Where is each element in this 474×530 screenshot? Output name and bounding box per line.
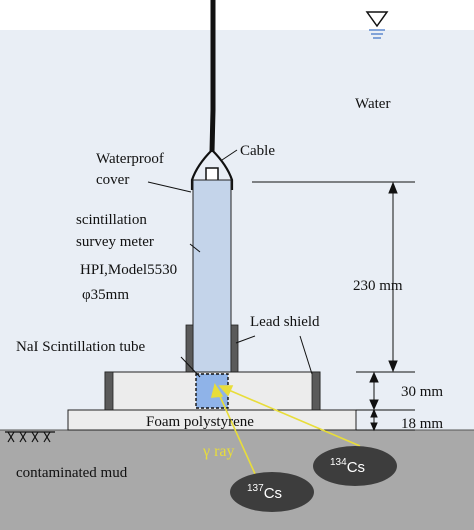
lead-shield-outer-right — [311, 371, 321, 411]
label-cover-line1: Waterproof — [96, 151, 164, 167]
dimension-230: 230 mm — [353, 278, 403, 294]
label-meter-line1: scintillation — [76, 212, 147, 228]
gamma-rays — [210, 382, 361, 477]
foam-block-lower — [67, 409, 357, 431]
survey-meter-body — [192, 179, 232, 403]
mud-region — [0, 430, 474, 530]
leader-lines — [147, 149, 313, 378]
cs137-symbol: Cs — [264, 485, 282, 502]
water-level-icon — [365, 11, 389, 39]
label-gamma-ray: γ ray — [202, 443, 235, 460]
cs137-label: 137Cs — [247, 483, 282, 502]
lead-shield-outer-left — [104, 371, 114, 411]
dimension-18: 18 mm — [401, 416, 443, 432]
label-cable: Cable — [240, 143, 275, 159]
label-nai-tube: NaI Scintillation tube — [16, 339, 145, 355]
label-foam: Foam polystyrene — [146, 414, 254, 430]
cs137-mass: 137 — [247, 483, 264, 494]
cs134-mass: 134 — [330, 457, 347, 468]
label-mud: contaminated mud — [16, 465, 128, 481]
label-water: Water — [355, 96, 390, 112]
label-meter-line3: HPI,Model5530 — [80, 262, 177, 278]
lead-shield-right — [230, 324, 239, 373]
label-cover-line2: cover — [96, 172, 129, 188]
waterproof-cover — [190, 149, 234, 190]
dimension-30: 30 mm — [401, 384, 443, 400]
ground-hatch-icon — [5, 431, 55, 443]
lead-shield-left — [185, 324, 194, 373]
dimension-lines — [252, 181, 415, 432]
cs134-label: 134Cs — [330, 457, 365, 476]
label-meter-line4: φ35mm — [82, 287, 129, 303]
label-meter-line2: survey meter — [76, 234, 154, 250]
cs134-source — [313, 446, 397, 486]
cable — [209, 0, 216, 153]
cs134-symbol: Cs — [347, 459, 365, 476]
label-lead-shield: Lead shield — [250, 314, 320, 330]
cs137-source — [230, 472, 314, 512]
